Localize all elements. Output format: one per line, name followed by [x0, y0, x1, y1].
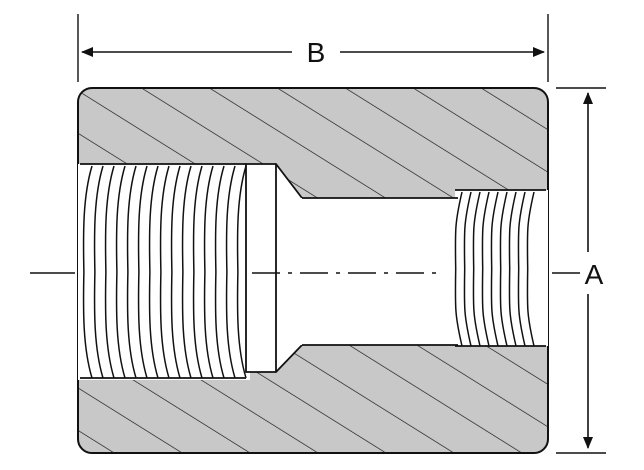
thread-crest: [148, 165, 159, 379]
thread-crest: [137, 165, 148, 379]
large-thread-bore: [78, 164, 250, 380]
large-end-thread-profile: [80, 163, 247, 379]
small-thread-bore: [455, 190, 548, 346]
dimension-b: B: [77, 14, 549, 82]
middle-bore: [300, 198, 460, 345]
thread-crest: [192, 165, 203, 379]
thread-crest: [463, 191, 472, 347]
thread-crest: [225, 165, 236, 379]
thread-crest: [159, 165, 170, 379]
thread-crest: [104, 165, 115, 379]
thread-crest: [126, 165, 137, 379]
thread-crest: [115, 165, 126, 379]
thread-crest: [181, 165, 192, 379]
thread-crest: [490, 191, 499, 347]
thread-crest: [93, 165, 104, 379]
thread-crest: [499, 191, 508, 347]
thread-crest: [170, 165, 181, 379]
bore-edges: [275, 164, 458, 372]
small-end-thread-profile: [454, 189, 546, 347]
dimension-a: A: [556, 87, 606, 454]
thread-crest: [526, 191, 535, 347]
thread-crest: [203, 165, 214, 379]
thread-crest: [454, 191, 463, 347]
thread-crest: [481, 191, 490, 347]
thread-crest: [236, 165, 247, 379]
bore-shoulder: [245, 163, 303, 373]
thread-crest: [508, 191, 517, 347]
thread-crest: [517, 191, 526, 347]
dimension-a-label: A: [585, 259, 604, 290]
thread-crest: [472, 191, 481, 347]
thread-crest: [214, 165, 225, 379]
thread-crest: [82, 165, 93, 379]
dimension-b-label: B: [307, 37, 326, 68]
